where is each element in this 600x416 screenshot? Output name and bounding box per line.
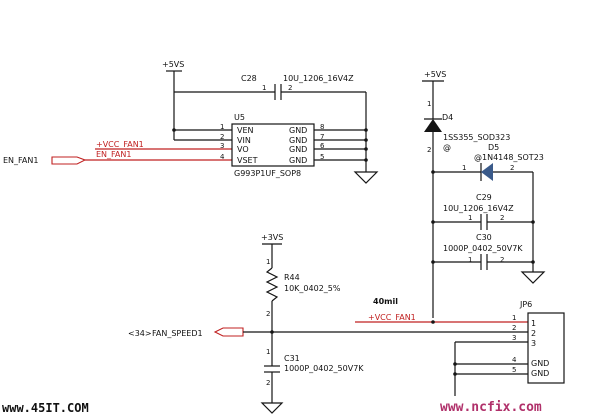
resistor-icon — [265, 267, 279, 302]
net-label-en-fan1: EN_FAN1 — [96, 150, 131, 159]
en-fan1-port-label: EN_FAN1 — [3, 156, 38, 165]
d5-pin1: 1 — [462, 164, 466, 172]
watermark-left: www.45IT.COM — [2, 401, 89, 415]
jp6-pin-2-num: 2 — [512, 324, 516, 332]
d5-part: @1N4148_SOT23 — [474, 153, 544, 162]
jp6-pin-5-num: 5 — [512, 366, 516, 374]
junction-dot — [172, 128, 176, 132]
c29-pin1: 1 — [468, 214, 472, 222]
u5-body — [231, 123, 315, 167]
c29-pin2: 2 — [500, 214, 504, 222]
d5-ref: D5 — [488, 143, 499, 152]
c30-ref: C30 — [476, 233, 492, 242]
junction-dot — [431, 220, 435, 224]
diode-icon — [481, 163, 493, 181]
jp6-pin-5-name: GND — [531, 369, 549, 378]
u5-part: G993P1UF_SOP8 — [234, 169, 301, 178]
fan-speed-ref: <34> — [128, 329, 152, 338]
junction-dot — [531, 260, 535, 264]
u5-pin-3-name: VO — [237, 145, 249, 154]
d4-pin2: 2 — [427, 146, 431, 154]
jp6-pin-3-num: 3 — [512, 334, 516, 342]
trace-width-label: 40mil — [373, 297, 398, 306]
c31-ref: C31 — [284, 354, 300, 363]
r44-ref: R44 — [284, 273, 300, 282]
junction-dot — [431, 260, 435, 264]
u5-pin-6-name: GND — [289, 145, 307, 154]
junction-dot — [431, 320, 435, 324]
d4-pin1: 1 — [427, 100, 431, 108]
r44-pin1: 1 — [266, 258, 270, 266]
junction-dot — [364, 138, 368, 142]
jp6-ref: JP6 — [519, 300, 532, 309]
ground-symbol-icon — [353, 171, 379, 184]
jp6-pin-3-name: 3 — [531, 339, 536, 348]
u5-fan-regulator-section: +5VS C28 10U_1206_16V4Z 1 2 +VCC_FAN1 EN… — [3, 60, 379, 184]
power-label-5vs: +5VS — [424, 70, 446, 79]
u5-pin-5-num: 5 — [320, 153, 324, 161]
r44-value: 10K_0402_5% — [284, 284, 341, 293]
jp6-pin-4-num: 4 — [512, 356, 517, 364]
jp6-pin-2-name: 2 — [531, 329, 536, 338]
jp6-pin-4-name: GND — [531, 359, 549, 368]
d4-part: 1SS355_SOD323 — [443, 133, 510, 142]
u5-pin-7-name: GND — [289, 136, 307, 145]
u5-ref: U5 — [234, 113, 245, 122]
net-label-vcc-fan1-bottom: +VCC_FAN1 — [368, 313, 416, 322]
en-fan1-port-shape — [51, 156, 87, 165]
u5-pin-8-name: GND — [289, 126, 307, 135]
junction-dot — [453, 362, 457, 366]
power-label-5vs: +5VS — [162, 60, 184, 69]
fan-speed-port-shape — [213, 327, 244, 337]
c31-value: 1000P_0402_50V7K — [284, 364, 364, 373]
u5-pin-8-num: 8 — [320, 123, 324, 131]
junction-dot — [453, 372, 457, 376]
u5-pin-3-num: 3 — [220, 142, 224, 150]
ground-symbol-icon — [260, 402, 284, 414]
watermark-right: www.ncfix.com — [440, 400, 542, 415]
c31-pin1: 1 — [266, 348, 270, 356]
fan-connector-section: +3VS 1 R44 10K_0402_5% 2 <34> FAN_SPEED1… — [128, 233, 565, 414]
fan-speed-port-label: FAN_SPEED1 — [152, 329, 203, 338]
c30-value: 1000P_0402_50V7K — [443, 244, 523, 253]
d4-at: @ — [443, 143, 451, 152]
jp6-pin-1-name: 1 — [531, 319, 536, 328]
diode-icon — [424, 119, 442, 132]
c28-value: 10U_1206_16V4Z — [283, 74, 354, 83]
junction-dot — [364, 128, 368, 132]
net-label-vcc-fan1: +VCC_FAN1 — [96, 140, 144, 149]
junction-dot — [364, 158, 368, 162]
diode-cap-section: +5VS D4 1 1SS355_SOD323 @ 2 D5 @1N4148_S… — [422, 70, 546, 318]
junction-dot — [364, 147, 368, 151]
d5-pin2: 2 — [510, 164, 514, 172]
u5-pin-7-num: 7 — [320, 133, 324, 141]
c28-pin1: 1 — [262, 84, 266, 92]
c30-pin1: 1 — [468, 256, 472, 264]
c31-pin2: 2 — [266, 379, 270, 387]
c28-pin2: 2 — [288, 84, 292, 92]
junction-dot — [531, 220, 535, 224]
u5-pin-4-num: 4 — [220, 153, 225, 161]
d4-ref: D4 — [442, 113, 453, 122]
u5-pin-1-num: 1 — [220, 123, 224, 131]
c30-pin2: 2 — [500, 256, 504, 264]
jp6-pin-1-num: 1 — [512, 314, 516, 322]
c28-ref: C28 — [241, 74, 257, 83]
u5-pin-2-name: VIN — [237, 136, 251, 145]
u5-pin-4-name: VSET — [237, 156, 258, 165]
junction-dot — [431, 170, 435, 174]
c29-ref: C29 — [476, 193, 492, 202]
power-label-3vs: +3VS — [261, 233, 283, 242]
u5-pin-5-name: GND — [289, 156, 307, 165]
u5-pin-1-name: VEN — [237, 126, 254, 135]
u5-pin-6-num: 6 — [320, 142, 325, 150]
ground-symbol-icon — [520, 271, 546, 284]
r44-pin2: 2 — [266, 310, 270, 318]
c29-value: 10U_1206_16V4Z — [443, 204, 514, 213]
u5-pin-2-num: 2 — [220, 133, 224, 141]
jp6-body — [527, 312, 565, 384]
